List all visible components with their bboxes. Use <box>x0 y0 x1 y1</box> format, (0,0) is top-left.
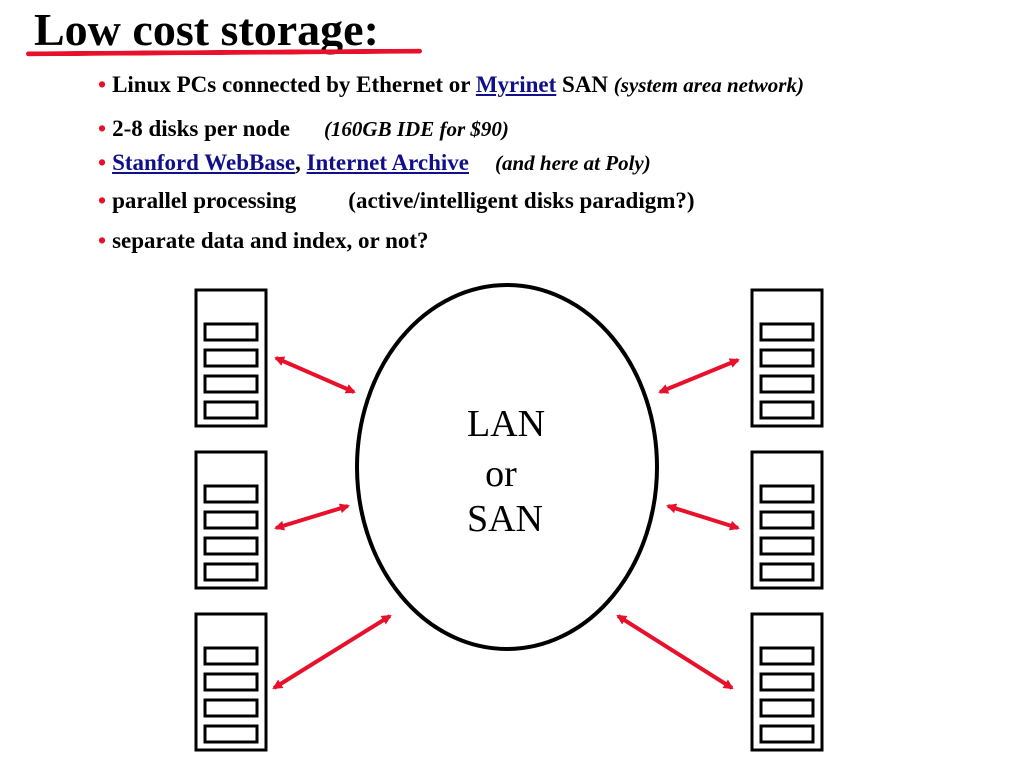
disk-slot <box>759 672 815 692</box>
bidirectional-arrow <box>658 358 740 394</box>
server-tower-icon <box>750 288 824 428</box>
disk-slot <box>203 374 259 394</box>
disk-slot <box>759 322 815 342</box>
slide-title: Low cost storage: <box>34 4 379 55</box>
disk-slot <box>203 562 259 582</box>
bullet-dot: • <box>98 228 107 253</box>
bullet-text: (active/intelligent disks paradigm?) <box>348 188 695 213</box>
bullet-note: (system area network) <box>613 73 804 97</box>
disk-slot <box>203 322 259 342</box>
bullet-dot: • <box>98 188 107 213</box>
bullet-dot: • <box>98 150 107 175</box>
server-tower-icon <box>750 612 824 752</box>
bullet-separator: , <box>295 150 307 175</box>
disk-slot <box>759 562 815 582</box>
disk-slot <box>759 646 815 666</box>
disk-slot <box>203 510 259 530</box>
bullet-dot: • <box>98 116 107 141</box>
disk-slot <box>203 400 259 420</box>
bidirectional-arrow <box>274 356 356 394</box>
disk-slot <box>203 724 259 744</box>
bullet-item: •parallel processing (active/intelligent … <box>98 188 695 214</box>
myrinet-link[interactable]: Myrinet <box>475 72 557 97</box>
lan-san-ellipse <box>355 283 659 651</box>
disk-slot <box>759 348 815 368</box>
bullet-text: Linux PCs connected by Ethernet or <box>112 72 476 97</box>
bullet-note: (and here at Poly) <box>495 151 651 175</box>
disk-slot <box>759 400 815 420</box>
disk-slot <box>203 646 259 666</box>
disk-slot <box>759 510 815 530</box>
bullet-note: (160GB IDE for $90) <box>323 117 509 141</box>
bullet-text: SAN <box>556 72 614 97</box>
disk-slot <box>203 698 259 718</box>
disk-slot <box>203 672 259 692</box>
disk-slot <box>759 724 815 744</box>
server-tower-icon <box>194 450 268 590</box>
bullet-item: •2-8 disks per node (160GB IDE for $90) <box>98 116 509 142</box>
disk-slot <box>203 348 259 368</box>
disk-slot <box>203 536 259 556</box>
bullet-text: separate data and index, or not? <box>112 228 429 253</box>
internet-archive-link[interactable]: Internet Archive <box>306 150 469 175</box>
stanford-webbase-link[interactable]: Stanford WebBase <box>112 150 296 175</box>
disk-slot <box>759 536 815 556</box>
bidirectional-arrow <box>666 503 740 531</box>
bullet-item: •Linux PCs connected by Ethernet or Myri… <box>98 72 804 98</box>
bullet-text: parallel processing <box>112 188 297 213</box>
disk-slot <box>203 484 259 504</box>
bidirectional-arrow <box>272 614 392 690</box>
bidirectional-arrow <box>616 614 734 690</box>
san-label: SAN <box>466 498 544 540</box>
bidirectional-arrow <box>274 503 350 531</box>
disk-slot <box>759 484 815 504</box>
disk-slot <box>759 374 815 394</box>
lan-label: LAN <box>466 403 546 445</box>
server-tower-icon <box>750 450 824 590</box>
server-tower-icon <box>194 612 268 752</box>
bullet-text: 2-8 disks per node <box>112 116 290 141</box>
disk-slot <box>759 698 815 718</box>
bullet-item: •Stanford WebBase, Internet Archive (and … <box>98 150 651 176</box>
server-tower-icon <box>194 288 268 428</box>
bullet-dot: • <box>98 72 107 97</box>
bullet-item: •separate data and index, or not? <box>98 228 429 254</box>
or-label: or <box>485 453 517 495</box>
